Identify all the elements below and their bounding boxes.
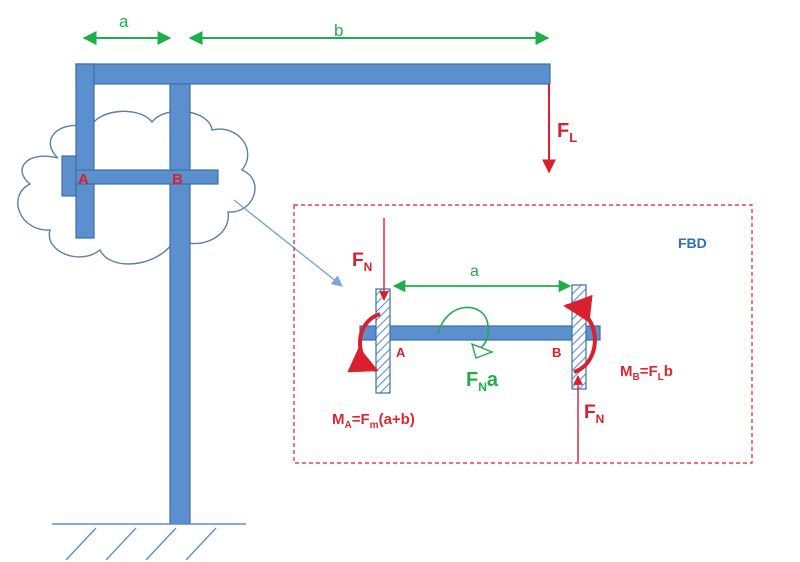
couple-fna-label: FNa	[466, 369, 499, 394]
fbd-point-a-label: A	[396, 345, 406, 360]
fbd-fn-top-label: FN	[352, 250, 372, 274]
fbd-title: FBD	[678, 235, 707, 251]
connection-plate-a	[61, 155, 77, 197]
moment-a-arrow	[347, 312, 381, 373]
fbd-dimension-a-label: a	[470, 263, 479, 280]
fbd-plate-b	[571, 284, 587, 390]
ground-hatch	[65, 527, 217, 561]
cross-beam	[75, 169, 219, 185]
load-force-label: FL	[557, 120, 577, 145]
dimension-b-label: b	[334, 21, 343, 40]
point-b-label: B	[172, 171, 183, 188]
short-left-column	[75, 63, 95, 239]
moment-b-arrow	[563, 294, 597, 374]
fbd-fn-bottom-label: FN	[584, 402, 604, 426]
detail-pointer-arrow	[233, 199, 343, 287]
top-beam	[75, 63, 551, 85]
couple-fna-arrowhead	[470, 342, 494, 359]
fbd-plate-a	[375, 288, 391, 394]
dimension-a-label: a	[119, 12, 129, 31]
main-column	[169, 83, 191, 525]
point-a-label: A	[78, 171, 89, 188]
fbd-frame	[293, 204, 753, 464]
moment-b-label: MB=FLb	[620, 363, 673, 383]
couple-fna-arrow	[437, 306, 490, 351]
fbd-point-b-label: B	[552, 345, 561, 360]
moment-a-label: MA=Fm(a+b)	[332, 411, 415, 431]
fbd-beam	[359, 325, 601, 341]
cloud-shape	[17, 110, 256, 265]
